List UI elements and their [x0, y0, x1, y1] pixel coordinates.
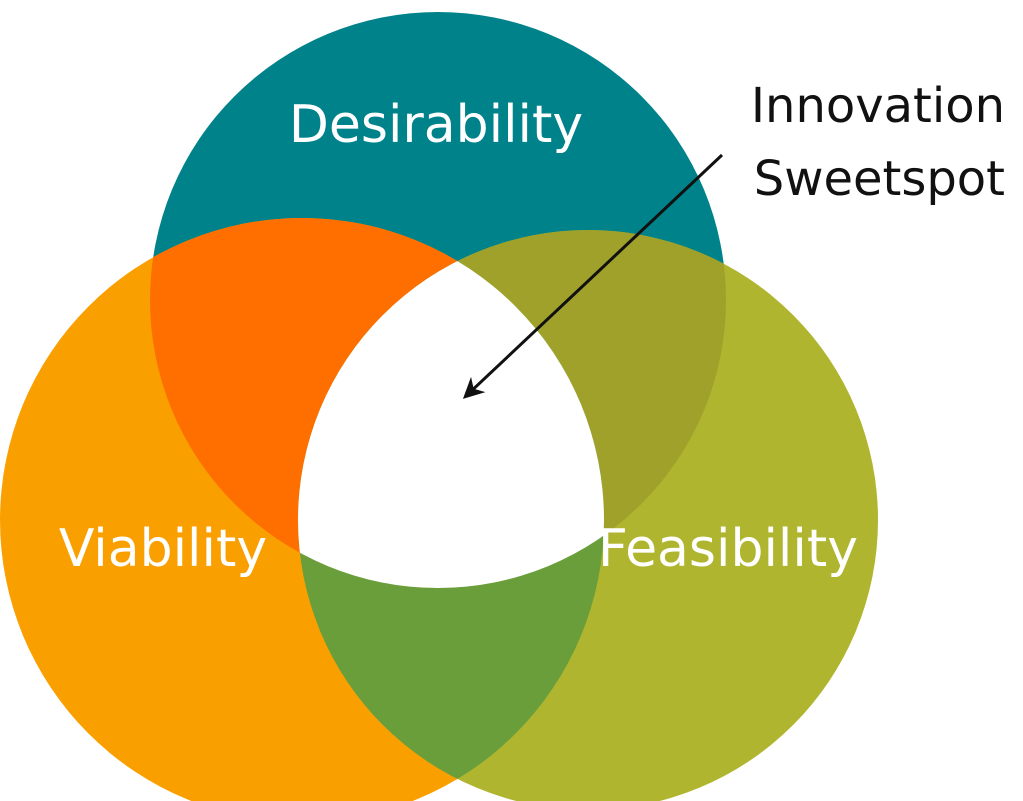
innovation-sweetspot-region: [298, 230, 604, 588]
desirability-label: Desirability: [289, 95, 583, 155]
annotation-line-1: Innovation: [751, 78, 1005, 134]
viability-label: Viability: [59, 519, 267, 579]
feasibility-label: Feasibility: [598, 519, 858, 579]
annotation-line-2: Sweetspot: [754, 151, 1005, 207]
annotation-arrow: [462, 153, 724, 399]
